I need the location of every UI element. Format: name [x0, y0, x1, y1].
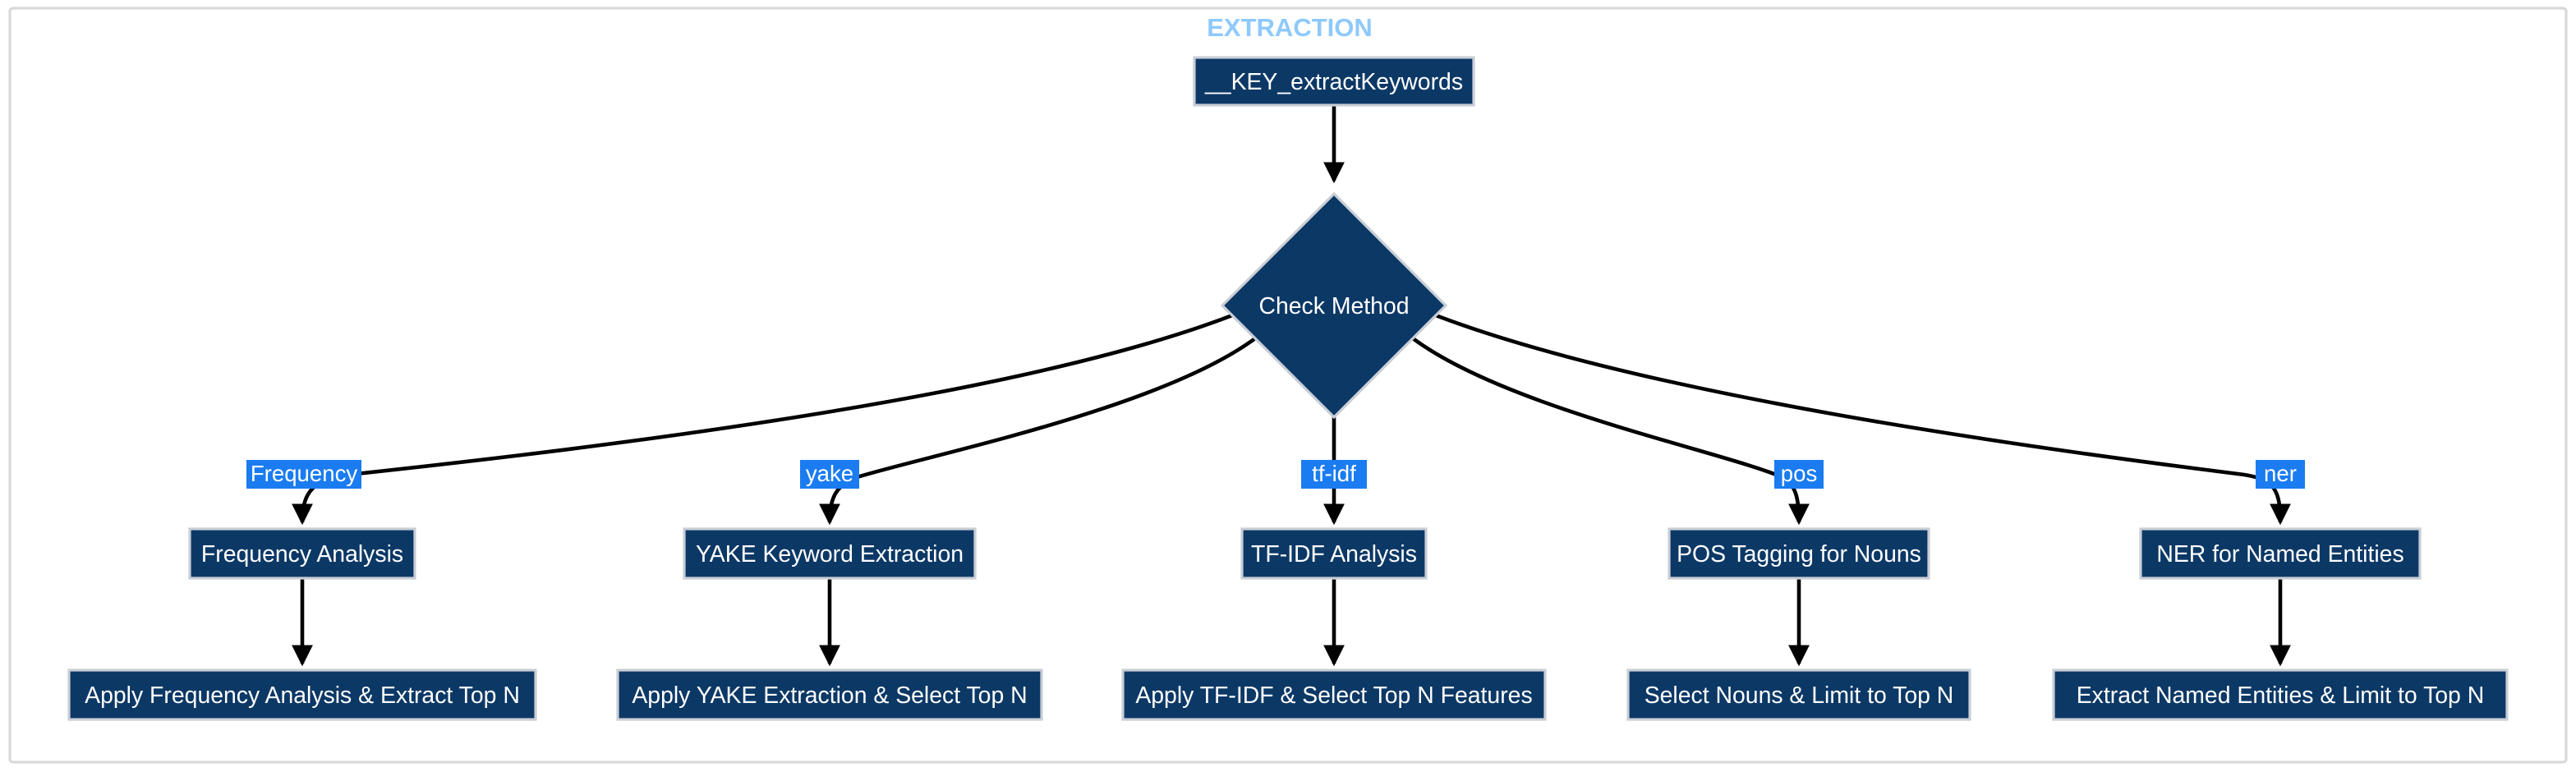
svg-text:ner: ner: [2264, 461, 2297, 486]
svg-text:Apply YAKE Extraction & Select: Apply YAKE Extraction & Select Top N: [632, 682, 1027, 709]
node-frequency-analysis: Frequency Analysis: [188, 527, 416, 580]
node-action-frequency: Apply Frequency Analysis & Extract Top N: [67, 669, 537, 721]
svg-text:TF-IDF Analysis: TF-IDF Analysis: [1251, 541, 1417, 568]
svg-text:Select Nouns & Limit to Top N: Select Nouns & Limit to Top N: [1644, 682, 1954, 709]
svg-text:__KEY_extractKeywords: __KEY_extractKeywords: [1204, 69, 1463, 95]
svg-text:POS Tagging for Nouns: POS Tagging for Nouns: [1677, 541, 1921, 568]
node-action-yake: Apply YAKE Extraction & Select Top N: [616, 669, 1043, 721]
svg-text:NER for Named Entities: NER for Named Entities: [2156, 541, 2404, 568]
node-action-pos: Select Nouns & Limit to Top N: [1626, 669, 1971, 721]
svg-text:YAKE Keyword Extraction: YAKE Keyword Extraction: [696, 541, 964, 568]
svg-text:tf-idf: tf-idf: [1312, 461, 1356, 486]
node-pos-tagging: POS Tagging for Nouns: [1668, 527, 1930, 580]
diagram-frame: [8, 7, 2568, 764]
edge-label-yake: yake: [800, 460, 859, 489]
svg-text:Check Method: Check Method: [1258, 293, 1409, 319]
node-action-ner: Extract Named Entities & Limit to Top N: [2052, 669, 2509, 721]
edge-label-ner: ner: [2256, 460, 2305, 489]
subgraph-title: EXTRACTION: [1207, 13, 1373, 42]
svg-text:Apply TF-IDF & Select Top N Fe: Apply TF-IDF & Select Top N Features: [1135, 682, 1532, 709]
svg-text:Frequency Analysis: Frequency Analysis: [201, 541, 403, 568]
node-action-tfidf: Apply TF-IDF & Select Top N Features: [1121, 669, 1547, 721]
node-yake-keyword-extraction: YAKE Keyword Extraction: [683, 527, 977, 580]
node-ner-entities: NER for Named Entities: [2139, 527, 2422, 580]
svg-text:Apply Frequency Analysis & Ext: Apply Frequency Analysis & Extract Top N: [85, 682, 520, 709]
svg-text:yake: yake: [806, 461, 853, 486]
node-extract-keywords: __KEY_extractKeywords: [1193, 56, 1475, 107]
edge-label-pos: pos: [1774, 460, 1824, 489]
edge-decision-to-pos: [1411, 337, 1810, 526]
node-tfidf-analysis: TF-IDF Analysis: [1240, 527, 1428, 580]
node-check-method: Check Method: [1220, 191, 1448, 420]
edge-label-tfidf: tf-idf: [1301, 460, 1367, 489]
svg-text:pos: pos: [1781, 461, 1818, 486]
svg-text:Extract Named Entities & Limit: Extract Named Entities & Limit to Top N: [2077, 682, 2485, 709]
edge-decision-to-yake: [819, 337, 1257, 526]
svg-text:Frequency: Frequency: [251, 461, 358, 486]
edge-label-frequency: Frequency: [246, 460, 361, 489]
